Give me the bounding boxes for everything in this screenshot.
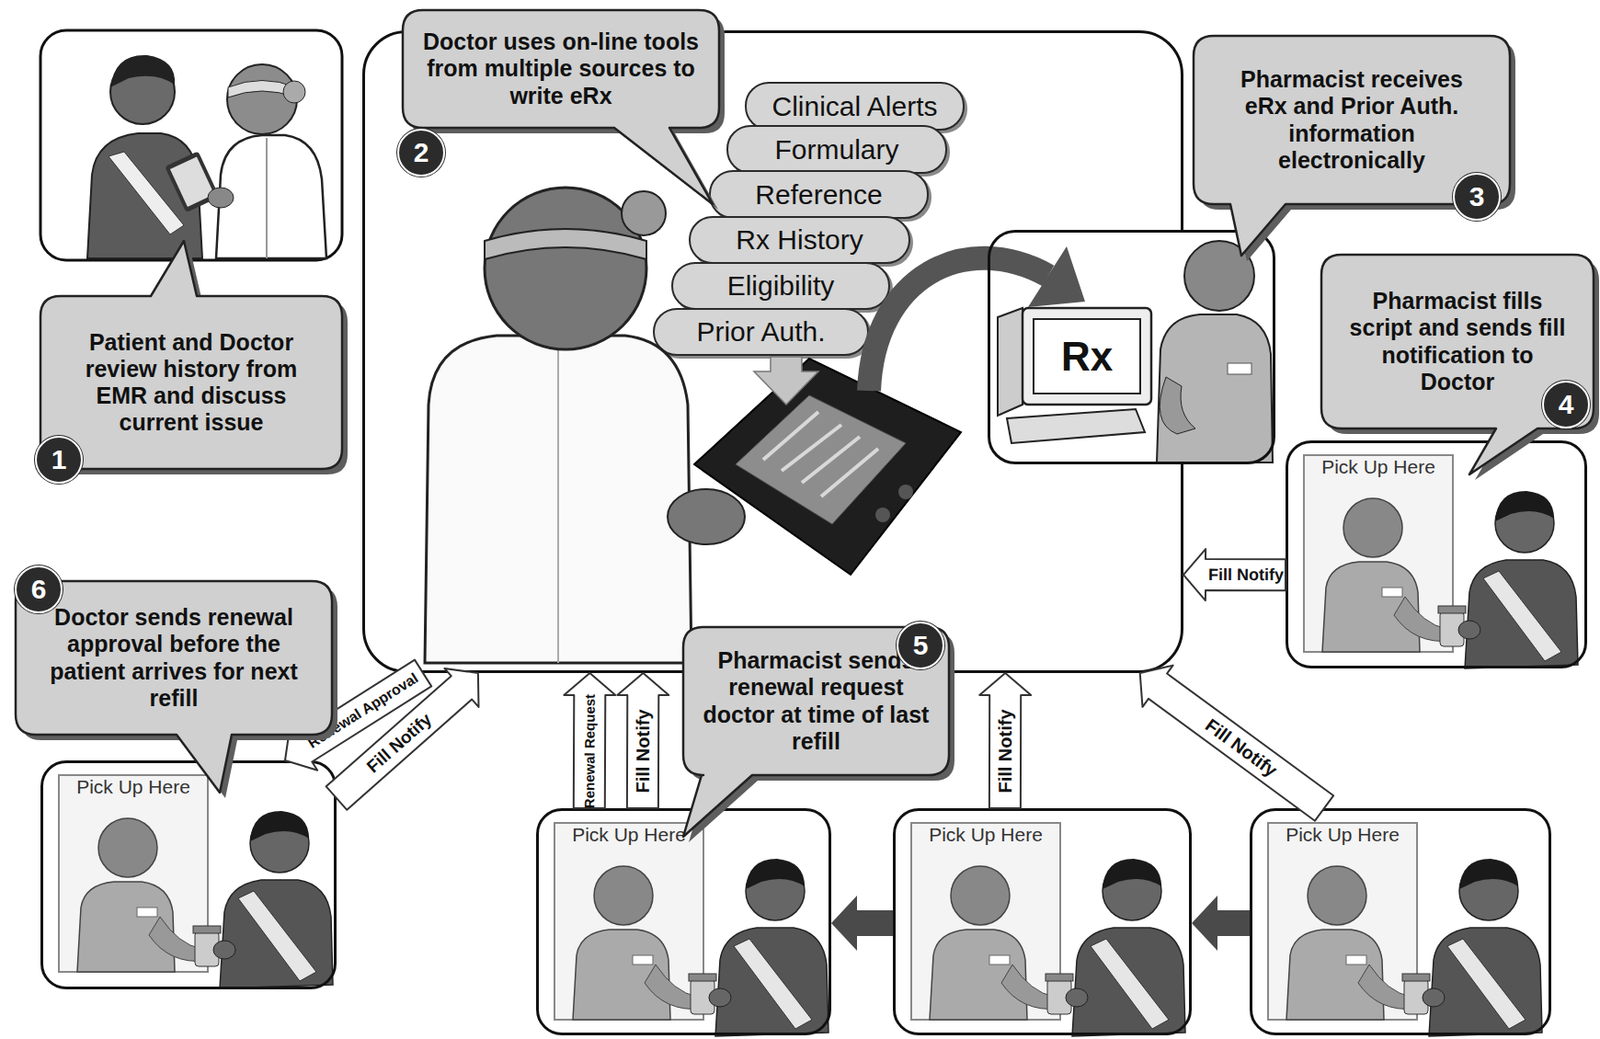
bubble-shape <box>1193 35 1510 256</box>
pharmacy-scene <box>58 775 333 989</box>
callout-number: 4 <box>1542 380 1590 429</box>
doctor-coat <box>424 335 692 663</box>
callout-number: 3 <box>1452 172 1501 221</box>
callout-text: Doctor sends renewal approval before the… <box>35 604 312 712</box>
pharmacy-panel: Pick Up Here <box>536 808 832 1036</box>
pharmacy-panel: Pick Up Here <box>892 808 1192 1036</box>
pharmacy-box: Rx <box>987 229 1276 465</box>
callout-text: Pharmacist receives eRx and Prior Auth. … <box>1218 66 1486 174</box>
pharmacy-scene <box>911 822 1186 1037</box>
sign-text: Pick Up Here <box>554 823 704 846</box>
tab-label: Reference <box>754 179 882 211</box>
tool-tab: Clinical Alerts <box>744 81 965 131</box>
head-band <box>484 228 647 260</box>
screen-lines <box>763 411 879 497</box>
bubble-shape <box>1321 254 1594 475</box>
bubble-shape <box>15 581 332 793</box>
pharmacist-body <box>1156 314 1273 463</box>
tablet-button <box>898 484 914 500</box>
monitor-back <box>997 308 1023 416</box>
monitor-case <box>1022 308 1152 405</box>
tab-label: Eligibility <box>727 270 835 302</box>
flow-arrow <box>617 673 669 809</box>
consult-panel <box>40 30 343 261</box>
flow-arrow <box>563 673 616 809</box>
edge-label: Fill Notify <box>1207 566 1283 583</box>
down-arrow <box>754 356 819 405</box>
tab-label: Rx History <box>735 224 863 256</box>
flow-arrow <box>1140 665 1334 822</box>
pharmacy-panel: Pick Up Here <box>1285 440 1588 669</box>
tool-tab: Formulary <box>726 125 948 174</box>
transmit-arrow-head <box>1028 246 1086 308</box>
flow-arrow <box>979 673 1031 809</box>
pharmacist-arm <box>1159 377 1196 435</box>
sequence-arrow <box>831 895 893 951</box>
monitor-screen <box>1033 319 1141 394</box>
sign-text: Pick Up Here <box>58 776 208 799</box>
screen-text: Rx <box>1033 319 1141 394</box>
coat-line <box>265 137 268 259</box>
sequence-arrow <box>1191 895 1250 951</box>
pharmacy-panel: Pick Up Here <box>1249 808 1552 1036</box>
edge-label: Fill Notify <box>363 709 435 777</box>
callout-number: 2 <box>397 128 446 177</box>
transmit-arrow <box>868 258 1049 391</box>
pharmacy-scene <box>1303 455 1578 669</box>
edge-label: Fill Notify <box>1201 715 1280 780</box>
head-mirror <box>621 191 666 236</box>
callout-text: Patient and Doctor review history from E… <box>57 329 325 437</box>
flow-arrow <box>1183 548 1286 601</box>
callout-bubble: Patient and Doctor review history from E… <box>40 296 343 469</box>
sign-text: Pick Up Here <box>911 823 1061 846</box>
pharmacy-scene <box>554 822 829 1037</box>
edge-label: Fill Notify <box>995 709 1015 794</box>
bubble-shape <box>40 240 343 469</box>
sign-text: Pick Up Here <box>1268 823 1418 846</box>
callout-text: Doctor uses on-line tools from multiple … <box>418 28 704 110</box>
bubble-shape <box>402 10 720 205</box>
head-mirror <box>283 80 306 103</box>
tablet-screen <box>735 395 906 525</box>
tool-tab: Eligibility <box>671 262 891 310</box>
tool-tab: Reference <box>708 170 929 219</box>
tool-tab: Rx History <box>688 216 911 264</box>
tab-label: Prior Auth. <box>696 316 825 348</box>
callout-text: Pharmacist sends renewal request doctor … <box>701 647 932 755</box>
callout-text: Pharmacist fills script and sends fill n… <box>1342 287 1573 396</box>
tool-tab: Prior Auth. <box>652 308 869 356</box>
callout-number: 6 <box>14 565 63 614</box>
callout-bubble: Doctor uses on-line tools from multiple … <box>402 10 720 128</box>
tablet-button <box>875 507 891 523</box>
tablet-case <box>694 358 961 575</box>
patient-hair <box>110 55 175 88</box>
tab-label: Formulary <box>774 134 899 166</box>
doctor-hand <box>207 187 234 208</box>
name-badge <box>1227 363 1252 375</box>
callout-number: 1 <box>34 435 83 484</box>
edge-label: Renewal Request <box>582 694 596 809</box>
pharmacy-panel: Pick Up Here <box>40 760 337 990</box>
sign-text: Pick Up Here <box>1303 456 1453 479</box>
callout-number: 5 <box>896 621 945 670</box>
tab-label: Clinical Alerts <box>771 91 938 123</box>
keyboard <box>1006 409 1145 444</box>
doctor-hand <box>667 489 745 545</box>
callout-bubble: Doctor sends renewal approval before the… <box>15 581 332 735</box>
edge-label: Fill Notify <box>633 709 652 794</box>
coat-line <box>557 340 560 663</box>
pharmacy-scene <box>1268 822 1543 1037</box>
